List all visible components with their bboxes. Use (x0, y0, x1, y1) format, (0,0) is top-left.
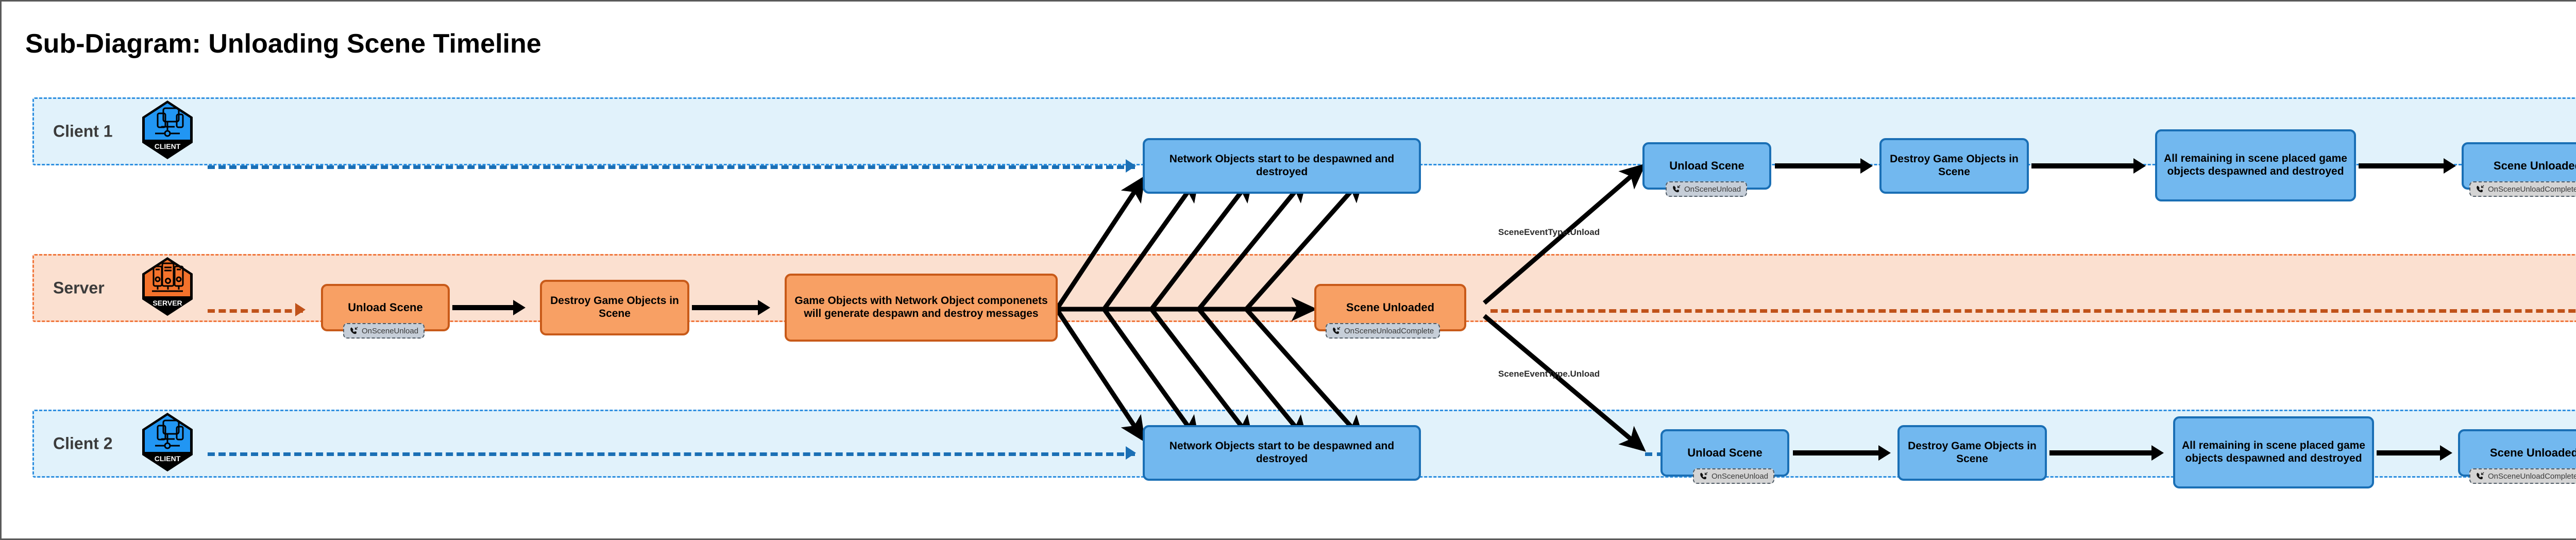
arrow-c1-destroy-to-remaining (2031, 163, 2134, 168)
callback-label: OnSceneUnload (1711, 471, 1769, 481)
phone-callback-icon (349, 326, 358, 335)
lane-client2-label: Client 2 (53, 434, 113, 453)
lane-client1-label: Client 1 (53, 122, 113, 141)
callback-label: OnSceneUnload (362, 326, 419, 335)
arrow-c2-unload-to-destroy-head (1878, 445, 1891, 461)
arrow-s-unload-to-destroy (452, 305, 514, 310)
step-c1-remaining[interactable]: All remaining in scene placed game objec… (2155, 129, 2356, 201)
page-title: Sub-Diagram: Unloading Scene Timeline (25, 29, 541, 59)
callback-c1-scene-unloaded: OnSceneUnloadComplete (2469, 181, 2576, 197)
edge-label-to-client2: SceneEventType.Unload (1498, 369, 1600, 379)
step-c2-despawn[interactable]: Network Objects start to be despawned an… (1143, 425, 1421, 481)
callback-s-unload-scene: OnSceneUnload (343, 323, 425, 339)
phone-callback-icon (1672, 184, 1681, 194)
callback-c2-scene-unloaded: OnSceneUnloadComplete (2469, 468, 2576, 484)
step-s-generate-messages[interactable]: Game Objects with Network Object compone… (785, 274, 1058, 342)
lifeline-client2-left-arrowhead (1126, 446, 1136, 460)
callback-label: OnSceneUnloadComplete (1344, 326, 1434, 335)
server-node-badge: SERVER (141, 256, 194, 317)
arrow-s-destroy-to-generate-head (758, 300, 770, 315)
step-c1-destroy-objects[interactable]: Destroy Game Objects in Scene (1879, 138, 2029, 194)
callback-s-scene-unloaded: OnSceneUnloadComplete (1326, 323, 1440, 339)
step-c2-destroy-objects[interactable]: Destroy Game Objects in Scene (1897, 425, 2047, 481)
arrow-c2-remaining-to-unloaded-head (2440, 445, 2452, 461)
phone-callback-icon (2476, 471, 2484, 481)
client2-badge-caption: CLIENT (155, 454, 181, 463)
step-s-destroy-objects[interactable]: Destroy Game Objects in Scene (540, 280, 689, 335)
lifeline-client2-left (208, 452, 1135, 456)
arrow-c1-remaining-to-unloaded (2359, 163, 2444, 168)
lane-server-label: Server (53, 278, 105, 297)
arrow-c1-destroy-to-remaining-head (2133, 158, 2146, 174)
lifeline-server-left (208, 309, 303, 313)
lifeline-server-right (1490, 309, 2576, 313)
arrow-c1-unload-to-destroy-head (1860, 158, 1873, 174)
phone-callback-icon (1332, 326, 1341, 335)
callback-c1-unload-scene: OnSceneUnload (1666, 181, 1748, 197)
callback-label: OnSceneUnloadComplete (2488, 471, 2576, 481)
lifeline-client1-left-arrowhead (1126, 159, 1136, 173)
lifeline-client1-left (208, 165, 1135, 169)
lifeline-server-left-arrowhead (295, 303, 306, 316)
edge-label-to-client1: SceneEventType.Unload (1498, 227, 1600, 237)
arrow-c2-destroy-to-remaining (2049, 450, 2153, 455)
server-badge-caption: SERVER (152, 299, 182, 307)
arrow-s-destroy-to-generate (692, 305, 759, 310)
step-c2-remaining[interactable]: All remaining in scene placed game objec… (2173, 416, 2374, 488)
callback-label: OnSceneUnloadComplete (2488, 184, 2576, 194)
arrow-c1-remaining-to-unloaded-head (2444, 158, 2456, 174)
phone-callback-icon (1699, 471, 1708, 481)
callback-label: OnSceneUnload (1684, 184, 1741, 194)
step-c1-despawn[interactable]: Network Objects start to be despawned an… (1143, 138, 1421, 194)
client1-badge-caption: CLIENT (155, 142, 181, 150)
arrow-c2-remaining-to-unloaded (2377, 450, 2441, 455)
arrow-c2-unload-to-destroy (1793, 450, 1880, 455)
callback-c2-unload-scene: OnSceneUnload (1693, 468, 1775, 484)
arrow-s-unload-to-destroy-head (513, 300, 526, 315)
client1-node-badge: CLIENT (141, 99, 194, 160)
phone-callback-icon (2476, 184, 2484, 194)
arrow-c1-unload-to-destroy (1775, 163, 1862, 168)
client2-node-badge: CLIENT (141, 412, 194, 472)
arrow-c2-destroy-to-remaining-head (2151, 445, 2164, 461)
